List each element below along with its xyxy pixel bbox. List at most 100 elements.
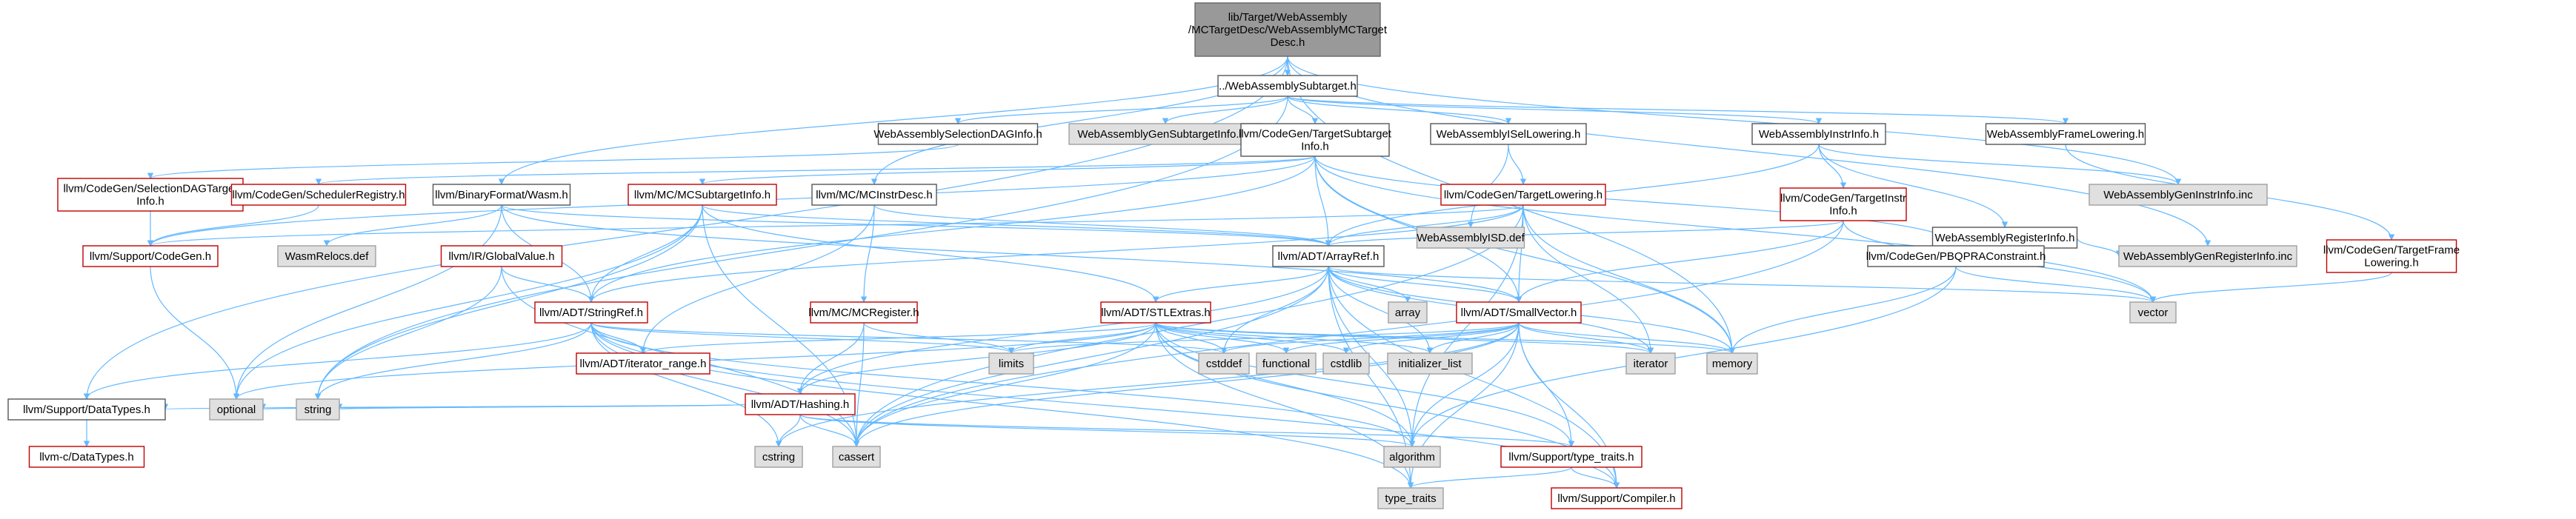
edge-support_type_traits-to-support_compiler (1571, 466, 1620, 489)
node-box (1551, 487, 1683, 509)
edge-adt_smallvector-to-cassert (853, 322, 1520, 447)
node-cstddef[interactable]: cstddef (1198, 352, 1250, 375)
edge-mc_instrdesc-to-adt_iter_range (639, 204, 875, 354)
edge-adt_smallvector-to-support_type_traits (1518, 322, 1575, 447)
edge-adt_arrayref-to-vector (1328, 266, 2156, 303)
node-label: initializer_list (1398, 358, 1462, 370)
edge-subtarget-to-string (314, 96, 1288, 400)
node-wasm-reginfo[interactable]: WebAssemblyRegisterInfo.h (1931, 227, 2078, 249)
edge-cg_target_subtarget-to-adt_stringref (588, 155, 1316, 303)
node-label: lib/Target/WebAssembly (1228, 11, 1348, 24)
node-box (82, 245, 219, 267)
edge-adt_stlextras-to-cassert (853, 322, 1156, 447)
node-adt-arrayref[interactable]: llvm/ADT/ArrayRef.h (1272, 245, 1385, 267)
node-label: llvm/Support/CodeGen.h (90, 250, 211, 263)
node-support-codegen[interactable]: llvm/Support/CodeGen.h (82, 245, 219, 267)
node-label: llvm/CodeGen/TargetSubtarget (1239, 127, 1392, 140)
node-label: llvm/BinaryFormat/Wasm.h (435, 189, 568, 201)
node-c-datatypes[interactable]: llvm-c/DataTypes.h (28, 446, 145, 468)
edge-cg_target_subtarget-to-mc_subtarget (699, 155, 1316, 185)
node-mc-instrdesc[interactable]: llvm/MC/MCInstrDesc.h (811, 184, 937, 206)
node-support-type-traits[interactable]: llvm/Support/type_traits.h (1500, 446, 1643, 468)
edge-adt_smallvector-to-limits (1008, 322, 1520, 354)
node-ir-globalvalue[interactable]: llvm/IR/GlobalValue.h (440, 245, 563, 267)
node-subtarget[interactable]: ../WebAssemblySubtarget.h (1217, 75, 1358, 97)
node-box (811, 184, 937, 206)
node-wasm-isel[interactable]: WebAssemblyISelLowering.h (1430, 123, 1587, 145)
node-cg-target-lowering[interactable]: llvm/CodeGen/TargetLowering.h (1440, 184, 1606, 206)
edge-wasm_instrinfo-to-cg_target_instr (1818, 144, 1847, 189)
node-wasm-sel-dag[interactable]: WebAssemblySelectionDAGInfo.h (873, 123, 1042, 145)
node-initializer-list[interactable]: initializer_list (1387, 352, 1473, 375)
node-adt-smallvector[interactable]: llvm/ADT/SmallVector.h (1456, 301, 1582, 324)
node-label: algorithm (1389, 451, 1435, 463)
node-adt-iter-range[interactable]: llvm/ADT/iterator_range.h (576, 352, 710, 375)
node-functional[interactable]: functional (1256, 352, 1317, 375)
node-adt-hashing[interactable]: llvm/ADT/Hashing.h (745, 393, 856, 415)
node-cg-sched-registry[interactable]: llvm/CodeGen/SchedulerRegistry.h (230, 184, 407, 206)
node-adt-stringref[interactable]: llvm/ADT/StringRef.h (534, 301, 648, 324)
node-label: llvm/CodeGen/TargetFrame (2323, 244, 2460, 256)
node-array[interactable]: array (1388, 301, 1428, 324)
node-box (2326, 239, 2457, 273)
node-mc-register[interactable]: llvm/MC/MCRegister.h (808, 301, 919, 324)
node-box (534, 301, 648, 324)
node-box (1388, 301, 1428, 324)
node-wasm-isd-def[interactable]: WebAssemblyISD.def (1416, 227, 1525, 249)
node-iterator[interactable]: iterator (1625, 352, 1676, 375)
node-adt-stlextras[interactable]: llvm/ADT/STLExtras.h (1100, 301, 1211, 324)
edge-adt_stlextras-to-adt_iter_range (640, 322, 1156, 354)
node-wasm-gen-reg[interactable]: WebAssemblyGenRegisterInfo.inc (2118, 245, 2297, 267)
node-memory[interactable]: memory (1706, 352, 1758, 375)
node-limits[interactable]: limits (988, 352, 1034, 375)
node-mc-subtarget[interactable]: llvm/MC/MCSubtargetInfo.h (628, 184, 777, 206)
node-string[interactable]: string (296, 398, 340, 421)
node-box (576, 352, 710, 375)
node-label: Lowering.h (2364, 256, 2418, 269)
node-root[interactable]: lib/Target/WebAssembly/MCTargetDesc/WebA… (1188, 2, 1388, 57)
edge-cg_target_lowering-to-adt_arrayref (1325, 204, 1524, 247)
node-box (2118, 245, 2297, 267)
edge-adt_hashing-to-cstring (775, 414, 801, 447)
node-wasm-instrinfo[interactable]: WebAssemblyInstrInfo.h (1751, 123, 1886, 145)
node-label: llvm/ADT/StringRef.h (539, 307, 643, 319)
node-label: Info.h (136, 195, 164, 207)
node-cassert[interactable]: cassert (832, 446, 881, 468)
node-cg-pbqp[interactable]: llvm/CodeGen/PBQPRAConstraint.h (1866, 245, 2046, 267)
node-box (277, 245, 376, 267)
node-box (1198, 352, 1250, 375)
node-wasm-relocs[interactable]: WasmRelocs.def (277, 245, 376, 267)
node-box (988, 352, 1034, 375)
edge-mc_instrdesc-to-mc_register (860, 204, 875, 303)
node-type-traits[interactable]: type_traits (1377, 487, 1444, 509)
node-label: /MCTargetDesc/WebAssemblyMCTarget (1188, 24, 1388, 36)
edge-subtarget-to-wasm_frame (1287, 96, 2069, 124)
node-support-compiler[interactable]: llvm/Support/Compiler.h (1551, 487, 1683, 509)
node-support-datatypes[interactable]: llvm/Support/DataTypes.h (7, 398, 166, 421)
edge-support_type_traits-to-type_traits (1407, 466, 1572, 489)
node-label: llvm/ADT/iterator_range.h (580, 358, 707, 370)
node-wasm-gen-instr[interactable]: WebAssemblyGenInstrInfo.inc (2089, 184, 2268, 206)
node-wasm-gen-subtarget[interactable]: WebAssemblyGenSubtargetInfo.inc (1068, 123, 1262, 145)
node-label: llvm/ADT/ArrayRef.h (1278, 250, 1379, 263)
node-optional[interactable]: optional (209, 398, 264, 421)
node-wasm-frame[interactable]: WebAssemblyFrameLowering.h (1985, 123, 2146, 145)
node-box (832, 446, 881, 468)
node-algorithm[interactable]: algorithm (1383, 446, 1441, 468)
node-label: Info.h (1301, 140, 1329, 153)
node-box (1985, 123, 2146, 145)
node-box (296, 398, 340, 421)
node-cstdlib[interactable]: cstdlib (1322, 352, 1370, 375)
node-label: optional (217, 404, 256, 416)
edges-layer (83, 56, 2395, 489)
node-binfmt-wasm[interactable]: llvm/BinaryFormat/Wasm.h (432, 184, 571, 206)
node-cstring[interactable]: cstring (754, 446, 803, 468)
node-label: cassert (839, 451, 875, 463)
node-box (1430, 123, 1587, 145)
node-box (1751, 123, 1886, 145)
node-vector[interactable]: vector (2129, 301, 2177, 324)
